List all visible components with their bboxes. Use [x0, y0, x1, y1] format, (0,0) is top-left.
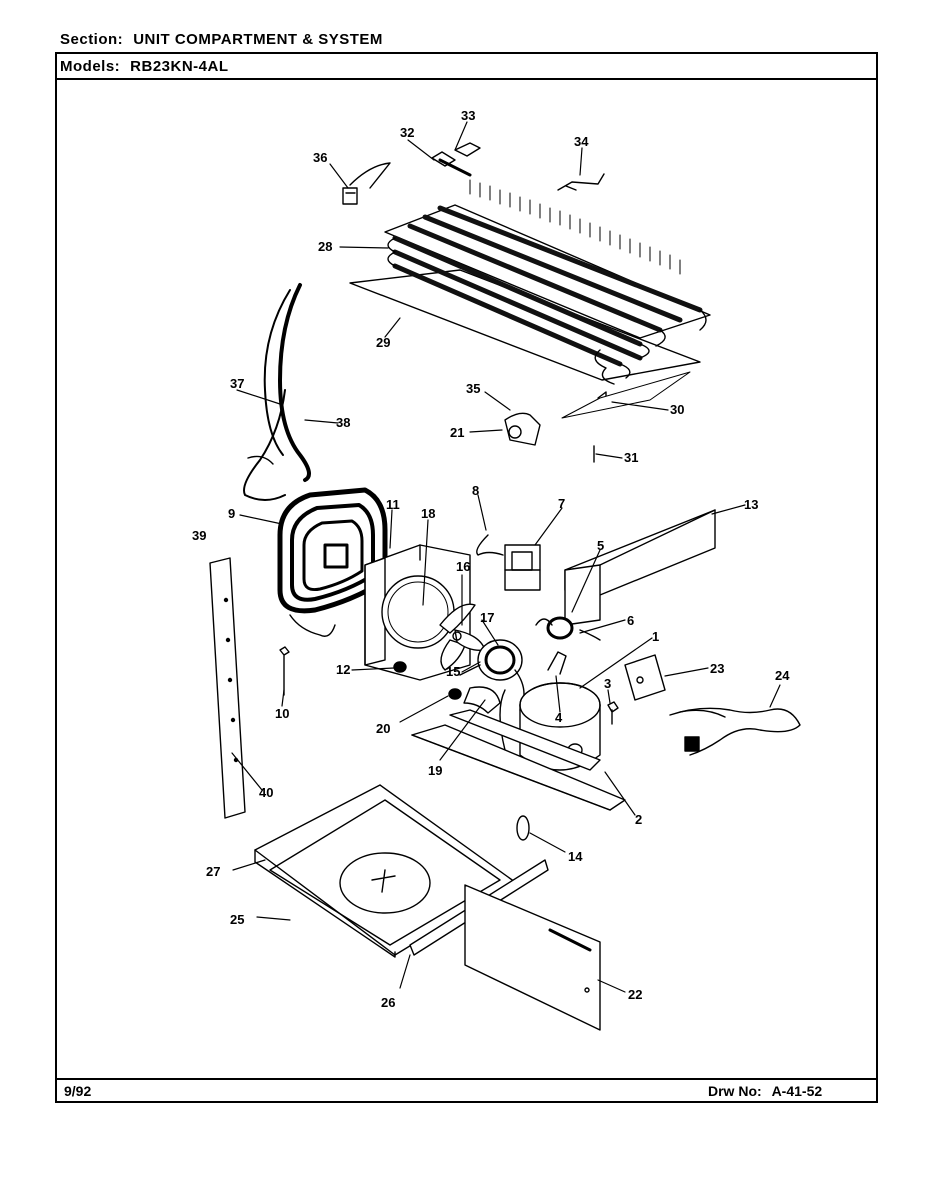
callout-40: 40	[259, 785, 273, 800]
callout-3: 3	[604, 676, 611, 691]
models-heading: Models: RB23KN-4AL	[60, 58, 229, 75]
section-label: Section:	[60, 31, 124, 48]
callout-38: 38	[336, 415, 350, 430]
callout-37: 37	[230, 376, 244, 391]
callout-27: 27	[206, 864, 220, 879]
callout-8: 8	[472, 483, 479, 498]
grommet-14-illustration	[516, 815, 530, 841]
callout-6: 6	[627, 613, 634, 628]
callout-13: 13	[744, 497, 758, 512]
clip-36-illustration	[342, 162, 391, 205]
drawing-number: A-41-52	[771, 1083, 823, 1099]
leader-lines	[231, 121, 781, 993]
access-panel-22-illustration	[464, 884, 601, 1031]
callout-22: 22	[628, 987, 642, 1002]
callout-10: 10	[275, 706, 289, 721]
bracket-34-illustration	[557, 173, 605, 191]
base-rail-2-illustration	[411, 709, 626, 811]
models-label: Models:	[60, 58, 121, 75]
callout-4: 4	[555, 710, 563, 725]
footer-divider	[55, 1078, 878, 1080]
tubing-37-38-illustration	[243, 283, 311, 501]
bracket-19-illustration	[463, 686, 501, 714]
defrost-timer-23-illustration	[624, 654, 666, 701]
section-value: UNIT COMPARTMENT & SYSTEM	[133, 31, 383, 48]
wire-6-illustration	[535, 618, 601, 641]
callout-36: 36	[313, 150, 327, 165]
power-cord-24-illustration	[669, 707, 801, 756]
callout-12: 12	[336, 662, 350, 677]
callout-26: 26	[381, 995, 395, 1010]
callout-31: 31	[624, 450, 638, 465]
header-divider	[55, 78, 878, 80]
callout-24: 24	[775, 668, 790, 683]
callout-11: 11	[386, 497, 400, 512]
part-number-callouts: 1 2 3 4 5 6 7 8 9 10 11 12 13 14 15 16 1…	[192, 108, 790, 1010]
callout-1: 1	[652, 629, 659, 644]
bolt-3-illustration	[607, 701, 619, 725]
wire-8-illustration	[476, 534, 504, 556]
drawing-number-block: Drw No: A-41-52	[708, 1083, 822, 1099]
callout-7: 7	[558, 496, 565, 511]
drawing-number-label: Drw No:	[708, 1083, 762, 1099]
callout-16: 16	[456, 559, 470, 574]
callout-39: 39	[192, 528, 206, 543]
callout-33: 33	[461, 108, 475, 123]
callout-30: 30	[670, 402, 684, 417]
callout-20: 20	[376, 721, 390, 736]
rear-panel-39-illustration	[209, 557, 246, 819]
callout-2: 2	[635, 812, 642, 827]
overload-5-illustration	[546, 616, 574, 640]
screw-10-illustration	[279, 646, 290, 696]
callout-34: 34	[574, 134, 589, 149]
coil-9-illustration	[277, 487, 388, 637]
callout-5: 5	[597, 538, 604, 553]
callout-23: 23	[710, 661, 724, 676]
callout-28: 28	[318, 239, 332, 254]
callout-35: 35	[466, 381, 480, 396]
drain-parts-illustration	[504, 371, 691, 463]
drawing-frame	[55, 52, 878, 1103]
condenser-coil-illustration	[349, 142, 711, 385]
callout-14: 14	[568, 849, 583, 864]
callout-17: 17	[480, 610, 494, 625]
models-value: RB23KN-4AL	[130, 58, 229, 75]
callout-25: 25	[230, 912, 244, 927]
fan-blade-illustration	[439, 603, 486, 671]
fan-shroud-11-illustration	[364, 544, 471, 681]
drawing-date: 9/92	[64, 1083, 92, 1099]
callout-21: 21	[450, 425, 464, 440]
callout-15: 15	[446, 664, 460, 679]
callout-19: 19	[428, 763, 442, 778]
callout-18: 18	[421, 506, 435, 521]
callout-29: 29	[376, 335, 390, 350]
callout-32: 32	[400, 125, 414, 140]
callout-9: 9	[228, 506, 235, 521]
grommet-12-illustration	[393, 661, 407, 673]
grommet-20-illustration	[448, 688, 462, 700]
section-heading: Section: UNIT COMPARTMENT & SYSTEM	[60, 31, 383, 48]
shield-13-illustration	[564, 509, 716, 626]
relay-7-illustration	[504, 544, 541, 591]
